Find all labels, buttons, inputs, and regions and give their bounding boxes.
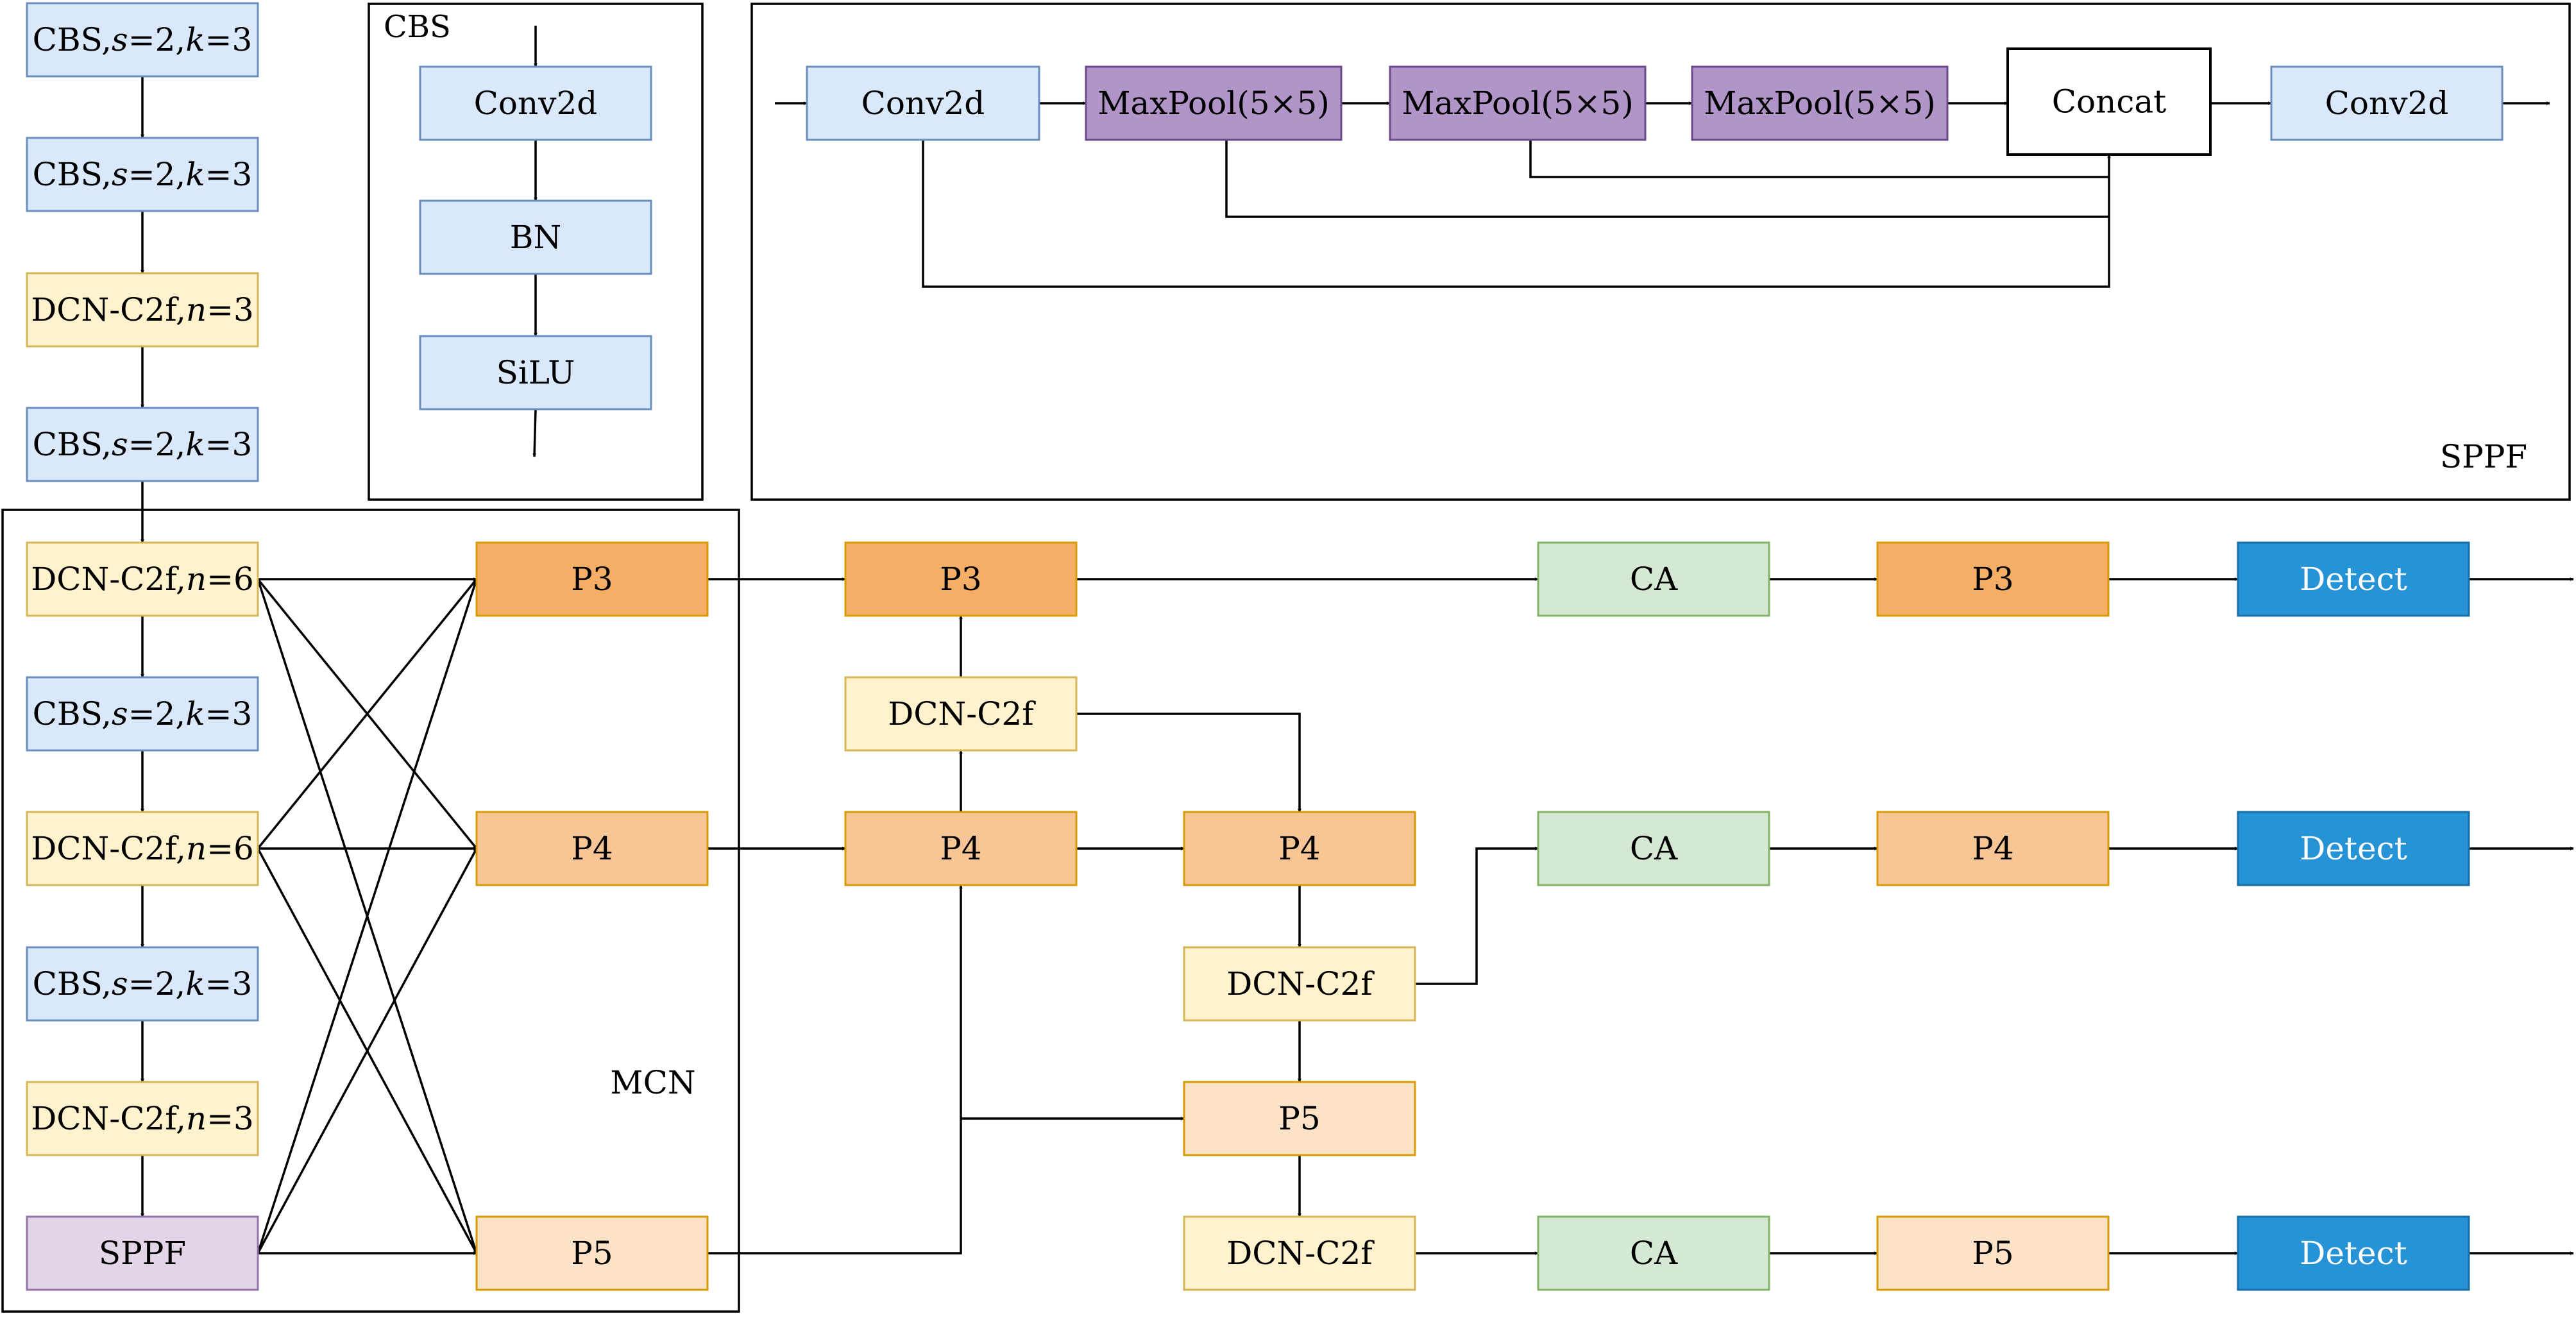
head-p3 — [1876, 541, 2110, 617]
neck-dcn-c2f-top-label: DCN-C2f — [888, 695, 1036, 732]
head-p4 — [1876, 811, 2110, 886]
backbone-block-4-label: CBS,s=2,k=3 — [33, 426, 253, 463]
backbone-block-9 — [26, 1081, 259, 1156]
backbone-block-1-label: CBS,s=2,k=3 — [33, 21, 253, 58]
cbs-detail-block-1 — [419, 65, 652, 141]
cbs-detail-block-2-label: BN — [510, 219, 562, 256]
mcn-frame-title: MCN — [610, 1064, 695, 1101]
sppf-block-1-label: Conv2d — [861, 85, 985, 122]
mcn-link-3-to-1 — [257, 579, 478, 1254]
backbone-block-6-label: CBS,s=2,k=3 — [33, 695, 253, 732]
neck-p3 — [844, 541, 1078, 617]
detect-2-label: Detect — [2300, 830, 2407, 867]
sppf-block-6 — [2270, 65, 2504, 141]
backbone-block-10-label: SPPF — [99, 1235, 186, 1272]
head-p3-label: P3 — [1972, 561, 2013, 598]
sppf-block-1 — [806, 65, 1040, 141]
mcn-node-p3-label: P3 — [571, 561, 613, 598]
sppf-block-4-label: MaxPool(5×5) — [1704, 85, 1936, 122]
neck-p4-left-label: P4 — [940, 830, 981, 867]
cbs-output-arrow — [532, 409, 537, 457]
mcn-link-2-to-1 — [257, 578, 478, 850]
backbone-block-5 — [26, 541, 259, 617]
head-ca-1-label: CA — [1630, 561, 1678, 598]
sppf-block-3 — [1389, 65, 1647, 141]
sppf-block-5 — [2006, 47, 2212, 156]
sppf-skip-pool2 — [1529, 140, 2109, 178]
neck-p5-label: P5 — [1278, 1100, 1320, 1137]
neck-dcn-top-to-p4-right — [1076, 713, 1301, 813]
backbone-block-3 — [26, 272, 259, 348]
cbs-detail-block-3-label: SiLU — [496, 354, 575, 391]
neck-p3-label: P3 — [940, 561, 981, 598]
sppf-frame — [750, 3, 2571, 501]
neck-dcn-mid-to-ca — [1415, 847, 1539, 985]
cbs-frame-title: CBS — [384, 9, 451, 45]
backbone-block-7 — [26, 811, 259, 886]
neck-p4-left — [844, 811, 1078, 886]
cbs-frame — [368, 3, 704, 501]
backbone-block-10 — [26, 1215, 259, 1291]
head-p4-label: P4 — [1972, 830, 2013, 867]
backbone-block-8 — [26, 946, 259, 1022]
sppf-skip-conv — [922, 140, 2111, 288]
cbs-detail-block-3 — [419, 335, 652, 410]
head-ca-3 — [1537, 1215, 1770, 1291]
neck-p5 — [1183, 1081, 1416, 1156]
detect-1-label: Detect — [2300, 561, 2407, 598]
backbone-block-8-label: CBS,s=2,k=3 — [33, 965, 253, 1002]
cbs-detail-block-2 — [419, 199, 652, 275]
neck-dcn-c2f-mid-label: DCN-C2f — [1226, 965, 1375, 1002]
backbone-block-7-label: DCN-C2f,n=6 — [31, 830, 254, 867]
mcn-node-p5-label: P5 — [571, 1235, 613, 1272]
mcn-node-p4 — [475, 811, 709, 886]
detect-3 — [2237, 1215, 2470, 1291]
backbone-block-4 — [26, 407, 259, 482]
mcn-node-p4-label: P4 — [571, 830, 613, 867]
backbone-block-9-label: DCN-C2f,n=3 — [31, 1100, 254, 1137]
sppf-block-5-label: Concat — [2052, 83, 2166, 121]
sppf-block-6-label: Conv2d — [2325, 85, 2449, 122]
mcn-node-p5 — [475, 1215, 709, 1291]
head-p5-label: P5 — [1972, 1235, 2013, 1272]
sppf-block-2-label: MaxPool(5×5) — [1097, 85, 1330, 122]
backbone-block-2-label: CBS,s=2,k=3 — [33, 156, 253, 193]
neck-p4-right — [1183, 811, 1416, 886]
head-p5 — [1876, 1215, 2110, 1291]
neck-dcn-c2f-mid — [1183, 946, 1416, 1022]
head-ca-2-label: CA — [1630, 830, 1678, 867]
backbone-block-2 — [26, 137, 259, 212]
neck-dcn-c2f-bottom-label: DCN-C2f — [1226, 1235, 1375, 1272]
cbs-detail-block-1-label: Conv2d — [474, 85, 598, 122]
sppf-skip-pool1 — [1225, 140, 2109, 218]
head-ca-1 — [1537, 541, 1770, 617]
sppf-block-3-label: MaxPool(5×5) — [1402, 85, 1634, 122]
mcn-node-p3 — [475, 541, 709, 617]
head-ca-2 — [1537, 811, 1770, 886]
head-ca-3-label: CA — [1630, 1235, 1678, 1272]
neck-p4-right-label: P4 — [1278, 830, 1320, 867]
sppf-frame-title: SPPF — [2440, 438, 2527, 475]
mcn-link-3-to-2 — [257, 848, 478, 1254]
sppf-block-2 — [1085, 65, 1343, 141]
detect-2 — [2237, 811, 2470, 886]
detect-1 — [2237, 541, 2470, 617]
mcn-p5-to-neck-p4 — [708, 884, 963, 1255]
neck-dcn-c2f-bottom — [1183, 1215, 1416, 1291]
backbone-block-3-label: DCN-C2f,n=3 — [31, 291, 254, 328]
sppf-block-4 — [1691, 65, 1949, 141]
detect-3-label: Detect — [2300, 1235, 2407, 1272]
backbone-block-6 — [26, 676, 259, 752]
backbone-block-5-label: DCN-C2f,n=6 — [31, 561, 254, 598]
mcn-frame — [1, 509, 740, 1313]
backbone-block-1 — [26, 2, 259, 78]
neck-dcn-c2f-top — [844, 676, 1078, 752]
